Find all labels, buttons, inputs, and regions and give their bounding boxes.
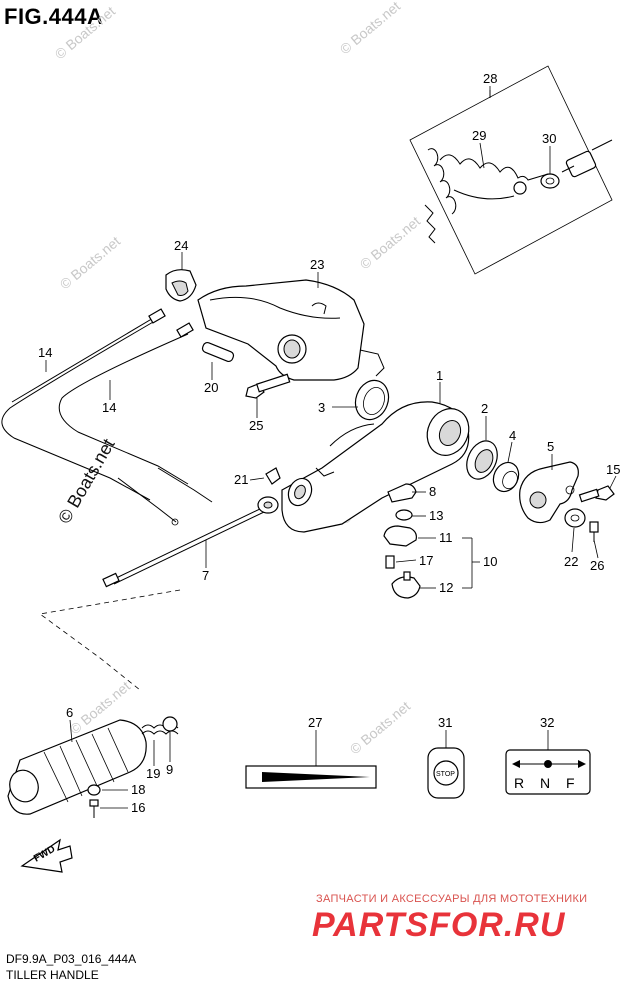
shop-watermark-brand: PARTSFOR.RU (312, 906, 566, 944)
pin-20 (201, 341, 235, 363)
screw-26 (589, 521, 599, 542)
callout-4: 4 (509, 428, 516, 443)
tiller-bracket-23 (197, 279, 385, 381)
callout-32: 32 (540, 715, 554, 730)
shift-n: N (540, 775, 550, 791)
stop-text: STOP (436, 771, 455, 778)
callout-25: 25 (249, 418, 263, 433)
callout-27: 27 (308, 715, 322, 730)
shop-watermark-line: ЗАПЧАСТИ И АКСЕССУАРЫ ДЛЯ МОТОТЕХНИКИ (316, 893, 588, 905)
washer-3 (354, 379, 390, 421)
plate-8 (387, 483, 417, 503)
callout-14b: 14 (102, 400, 116, 415)
callout-7: 7 (202, 568, 209, 583)
watermark-boats: © Boats.net (52, 3, 119, 62)
cable-14 (1, 308, 213, 526)
fwd-arrow: FWD (20, 838, 73, 873)
callout-3: 3 (318, 400, 325, 415)
callout-18: 18 (131, 782, 145, 797)
figure-title: FIG.444A (4, 4, 104, 29)
callout-1: 1 (436, 368, 443, 383)
watermark-boats: © Boats.net (357, 213, 424, 272)
stop-label-31: STOP (427, 747, 465, 799)
callout-20: 20 (204, 380, 218, 395)
watermark-boats: © Boats.net (347, 698, 414, 757)
callout-24: 24 (174, 238, 188, 253)
throttle-rod-7 (102, 496, 279, 588)
callout-23: 23 (310, 257, 324, 272)
callout-12: 12 (439, 580, 453, 595)
switch-plate-group (383, 483, 421, 599)
leader-lines (45, 86, 617, 809)
nut-13 (395, 509, 413, 521)
shift-f: F (566, 775, 575, 791)
callout-28: 28 (483, 71, 497, 86)
callout-31: 31 (438, 715, 452, 730)
seal-ring-2 (466, 440, 498, 480)
grommet-24 (165, 269, 197, 302)
cap-9 (162, 716, 178, 732)
clip-21 (265, 467, 281, 485)
callouts: 28 29 30 24 23 14 14 20 3 25 1 2 4 5 15 … (38, 71, 620, 815)
tiller-arm-1 (281, 401, 470, 533)
watermarks: © Boats.net © Boats.net © Boats.net © Bo… (52, 0, 424, 757)
callout-17: 17 (419, 553, 433, 568)
cap-12 (391, 576, 421, 599)
callout-6: 6 (66, 705, 73, 720)
washer-22 (564, 508, 586, 528)
watermark-boats: © Boats.net (337, 0, 404, 57)
bushing-4 (492, 461, 520, 493)
shift-r: R (514, 775, 524, 791)
screw-16 (89, 799, 99, 818)
screw-17 (385, 555, 395, 569)
callout-19: 19 (146, 766, 160, 781)
watermark-boats: © Boats.net (57, 233, 124, 292)
callout-8: 8 (429, 484, 436, 499)
screw-15 (578, 485, 615, 503)
bracket-5 (519, 461, 579, 524)
lanyard-coil-29 (424, 148, 555, 244)
decal-27 (245, 765, 377, 789)
callout-15: 15 (606, 462, 620, 477)
callout-5: 5 (547, 439, 554, 454)
callout-29: 29 (472, 128, 486, 143)
bolt-25 (245, 373, 291, 399)
callout-30: 30 (542, 131, 556, 146)
callout-2: 2 (481, 401, 488, 416)
callout-11: 11 (439, 530, 453, 545)
stop-switch-30 (540, 139, 613, 189)
callout-9: 9 (166, 762, 173, 777)
callout-22: 22 (564, 554, 578, 569)
washer-18 (87, 784, 101, 796)
figure-code: DF9.9A_P03_016_444A (6, 952, 137, 966)
alignment-lines (39, 589, 181, 691)
watermark-boats-dark: © Boats.net (54, 435, 118, 527)
shift-label-32: R N F (505, 749, 591, 795)
callout-16: 16 (131, 800, 145, 815)
figure-name: TILLER HANDLE (6, 968, 99, 982)
holder-11 (383, 525, 417, 547)
callout-10: 10 (483, 554, 497, 569)
callout-14a: 14 (38, 345, 52, 360)
throttle-grip-6 (7, 719, 147, 815)
callout-26: 26 (590, 558, 604, 573)
callout-21: 21 (234, 472, 248, 487)
callout-13: 13 (429, 508, 443, 523)
